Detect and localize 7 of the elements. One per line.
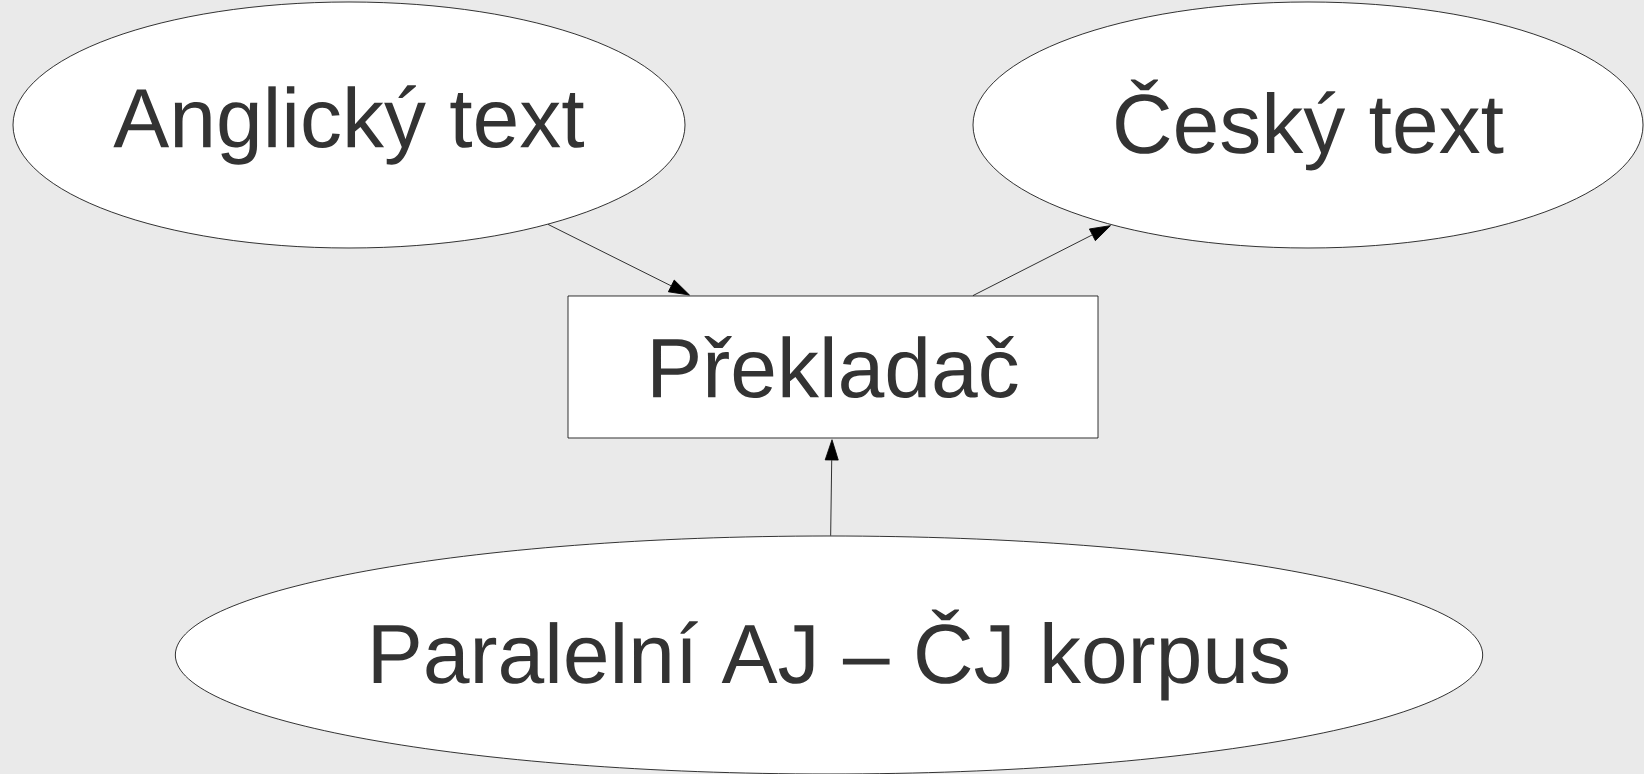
arrow bbox=[824, 439, 839, 536]
arrow bbox=[972, 225, 1111, 296]
ellipse-node: Anglický text bbox=[12, 1, 686, 249]
ellipse-node: Paralelní AJ – ČJ korpus bbox=[174, 535, 1484, 774]
process-box: Překladač bbox=[567, 295, 1099, 439]
ellipse-node: Český text bbox=[972, 1, 1644, 249]
arrow bbox=[547, 224, 690, 296]
